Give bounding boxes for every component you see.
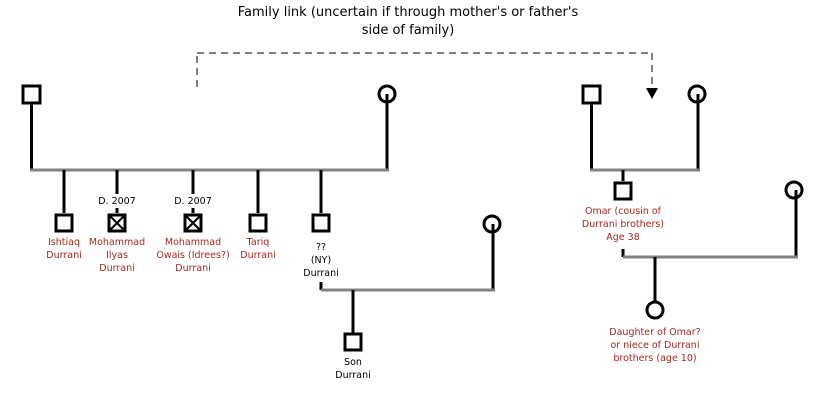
ilyas-deceased-symbol xyxy=(107,213,127,233)
omar-line-1: Omar (cousin of xyxy=(584,206,662,217)
owais-line-1: Mohammad xyxy=(164,237,222,248)
father-right-symbol xyxy=(581,84,602,105)
owais-deceased-symbol xyxy=(183,213,203,233)
unknown-line-2: (NY) xyxy=(310,255,332,266)
daughter-line-1: Daughter of Omar? xyxy=(609,327,701,338)
unknown-line-1: ?? xyxy=(315,242,327,253)
tariq-symbol xyxy=(248,213,268,233)
ilyas-label: Mohammad Ilyas Durrani xyxy=(82,236,152,275)
father-left-symbol xyxy=(21,84,42,105)
owais-line-2: Owais (Idrees?) xyxy=(156,250,230,261)
daughter-line-2: or niece of Durrani xyxy=(610,340,700,351)
son-line-1: Son xyxy=(344,357,362,368)
chart-title: Family link (uncertain if through mother… xyxy=(213,4,603,40)
omar-spouse-symbol xyxy=(784,180,804,200)
tariq-last-name: Durrani xyxy=(240,250,276,261)
arrow-head-icon xyxy=(646,88,658,99)
title-line-2: side of family) xyxy=(361,23,455,38)
unknown-symbol xyxy=(311,213,331,233)
daughter-label: Daughter of Omar? or niece of Durrani br… xyxy=(595,326,715,365)
omar-line-2: Durrani brothers) xyxy=(581,219,665,230)
daughter-symbol xyxy=(645,300,665,320)
owais-death-label: D. 2007 xyxy=(174,196,212,207)
son-label: Son Durrani xyxy=(323,356,383,382)
son-line-2: Durrani xyxy=(335,370,371,381)
ishtiaq-last-name: Durrani xyxy=(46,250,82,261)
omar-symbol xyxy=(613,181,633,201)
omar-line-3: Age 38 xyxy=(606,232,640,243)
uncertain-family-link xyxy=(196,52,653,88)
omar-label: Omar (cousin of Durrani brothers) Age 38 xyxy=(573,205,673,244)
tariq-label: Tariq Durrani xyxy=(228,236,288,262)
ilyas-line-2: Ilyas xyxy=(106,250,128,261)
ishtiaq-label: Ishtiaq Durrani xyxy=(34,236,94,262)
son-symbol xyxy=(343,332,363,352)
unknown-line-3: Durrani xyxy=(303,268,339,279)
daughter-line-3: brothers (age 10) xyxy=(613,353,697,364)
ishtiaq-symbol xyxy=(54,213,74,233)
title-line-1: Family link (uncertain if through mother… xyxy=(237,5,579,20)
owais-line-3: Durrani xyxy=(175,263,211,274)
owais-label: Mohammad Owais (Idrees?) Durrani xyxy=(148,236,238,275)
ilyas-line-1: Mohammad xyxy=(88,237,146,248)
ilyas-death-label: D. 2007 xyxy=(98,196,136,207)
tariq-first-name: Tariq xyxy=(246,237,270,248)
ishtiaq-first-name: Ishtiaq xyxy=(48,237,80,248)
unknown-label: ?? (NY) Durrani xyxy=(291,241,351,280)
ilyas-line-3: Durrani xyxy=(99,263,135,274)
